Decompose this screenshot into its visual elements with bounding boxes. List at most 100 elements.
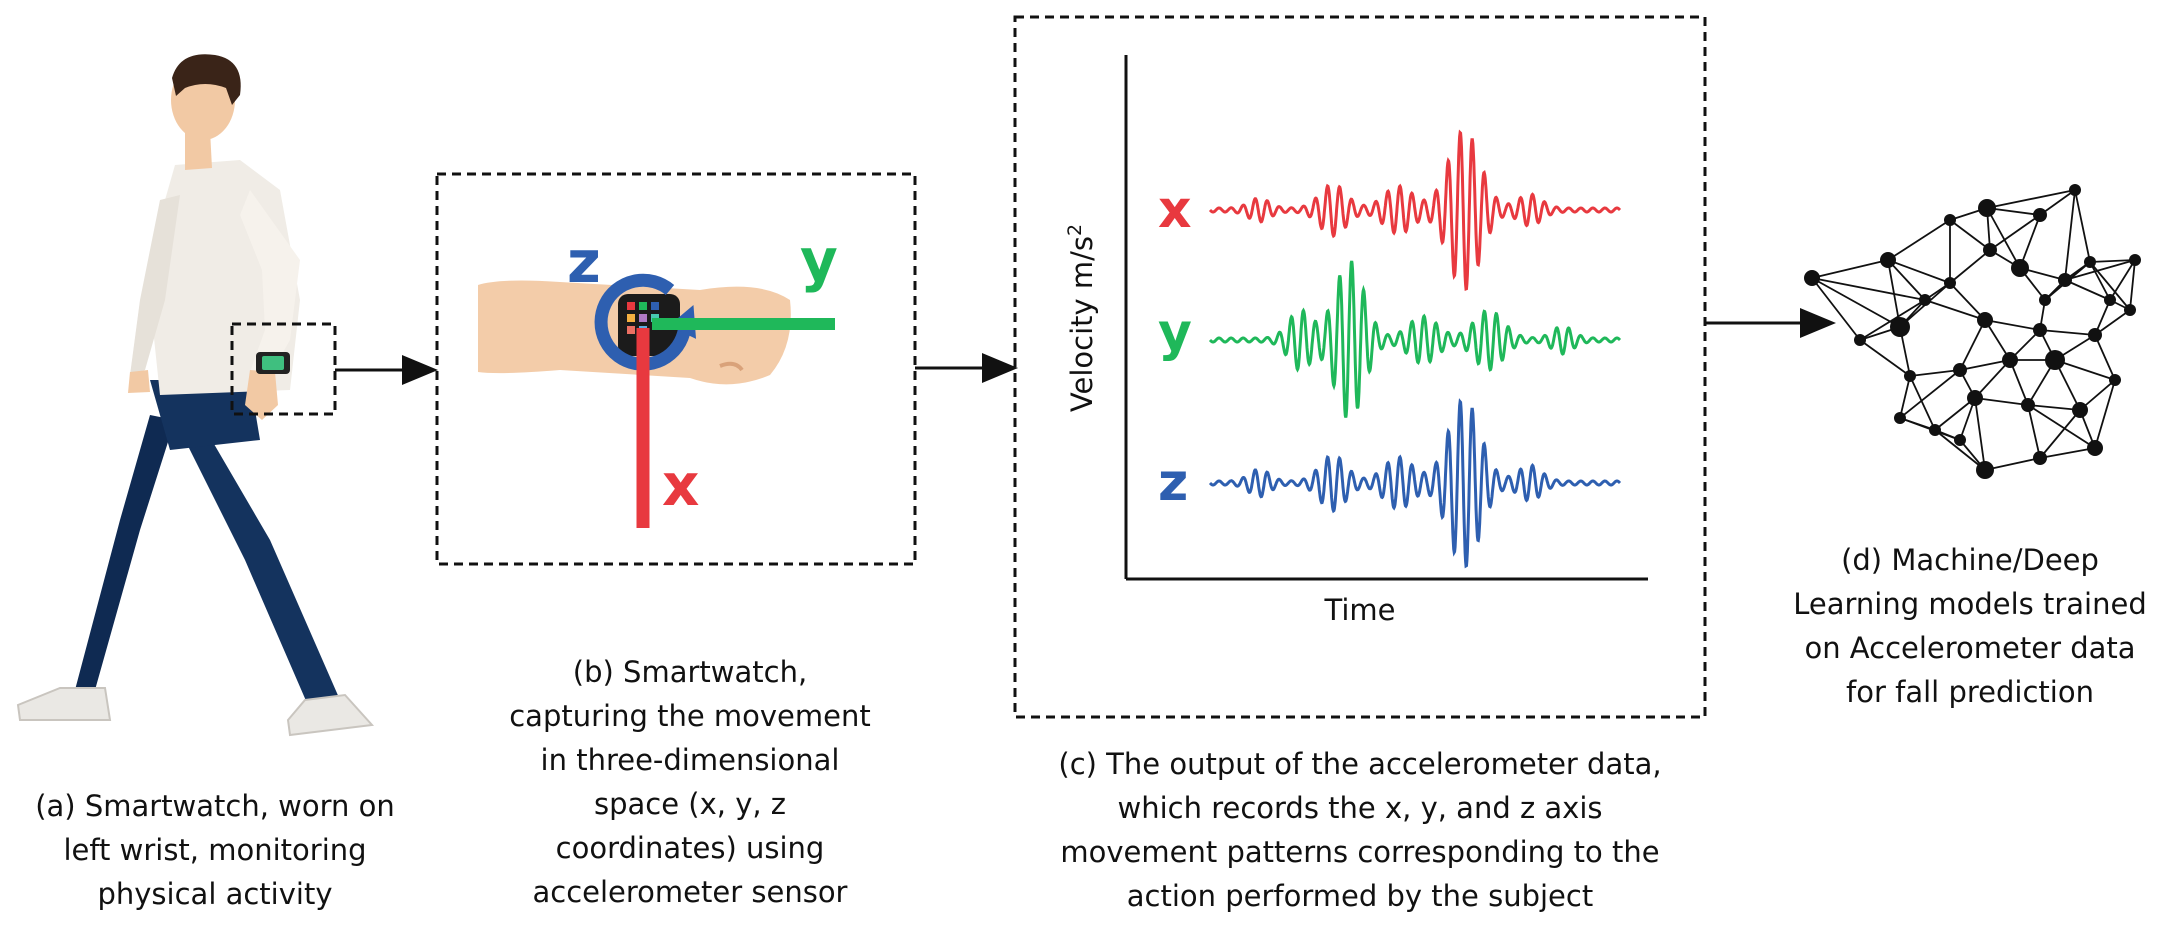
network-edge (1934, 397, 1976, 431)
network-edge (1859, 299, 1926, 341)
network-node (2039, 294, 2051, 306)
network-edge (2074, 189, 2091, 263)
network-edge (2094, 309, 2131, 336)
neural-network-graph (1804, 184, 2141, 479)
network-edge (2039, 329, 2096, 336)
network-edge (1909, 369, 1961, 377)
network-node (2033, 451, 2047, 465)
network-edge (1949, 249, 1991, 284)
network-edge (1949, 219, 1991, 251)
signal-x-trace (1208, 129, 1622, 292)
network-node (2109, 374, 2121, 386)
network-edge (2054, 359, 2116, 381)
caption-c: (c) The output of the accelerometer data… (1005, 742, 1715, 918)
network-node (2058, 273, 2072, 287)
network-node (2124, 304, 2136, 316)
network-edge (2027, 404, 2081, 411)
network-node (2104, 294, 2116, 306)
caption-a-line: (a) Smartwatch, worn on (35, 789, 395, 823)
network-edge (1984, 319, 2041, 331)
caption-b-line: space (x, y, z (593, 787, 787, 821)
network-edge (1949, 282, 1986, 321)
network-edge (2019, 214, 2041, 269)
caption-d-line: (d) Machine/Deep (1841, 543, 2099, 577)
signal-plot: Velocity m/s2 Time x y z (1064, 55, 1648, 627)
network-node (1953, 363, 1967, 377)
network-edge (1811, 277, 1861, 341)
network-node (1804, 270, 1820, 286)
network-edge (1811, 277, 1901, 328)
network-edge (2064, 189, 2076, 281)
network-edge (1924, 299, 1986, 321)
network-edge (2039, 409, 2081, 459)
network-node (1890, 317, 1910, 337)
network-edge (1984, 457, 2041, 471)
network-node (1976, 461, 1994, 479)
signal-z-trace (1208, 398, 1622, 569)
caption-a-line: left wrist, monitoring (63, 833, 367, 867)
network-edge (1986, 189, 2076, 209)
network-edge (1887, 259, 1926, 301)
signal-z-label: z (1158, 453, 1188, 513)
signal-y-label: y (1158, 303, 1192, 363)
network-node (2033, 323, 2047, 337)
network-edge (1859, 339, 1911, 377)
network-node (1978, 199, 1996, 217)
x-axis-label: x (662, 451, 699, 519)
network-node (2011, 259, 2029, 277)
network-edge (2039, 189, 2076, 216)
network-edge (1887, 219, 1951, 261)
network-edge (2027, 404, 2096, 449)
network-node (1983, 243, 1997, 257)
network-edge (1959, 319, 1986, 371)
network-edge (2129, 259, 2136, 311)
z-rotation-arrow (594, 273, 692, 371)
network-node (1944, 277, 1956, 289)
walking-person-illustration (16, 54, 375, 737)
caption-b-line: (b) Smartwatch, (572, 655, 808, 689)
network-edge (1811, 259, 1889, 279)
network-node (1967, 390, 1983, 406)
network-edge (2089, 261, 2131, 311)
panel-c-box (1013, 15, 1707, 719)
network-edge (1909, 375, 1936, 431)
caption-b: (b) Smartwatch, capturing the movement i… (480, 650, 900, 914)
network-edge (2089, 261, 2111, 301)
network-edge (2089, 259, 2136, 263)
caption-d-line: on Accelerometer data (1804, 631, 2136, 665)
network-edge (1899, 375, 1911, 419)
network-node (1854, 334, 1866, 346)
signal-x-label: x (1158, 180, 1192, 240)
network-node (2002, 352, 2018, 368)
network-node (1880, 252, 1896, 268)
caption-d-line: Learning models trained (1793, 587, 2147, 621)
network-node (2088, 328, 2102, 342)
network-edge (2027, 404, 2041, 459)
network-node (1929, 424, 1941, 436)
caption-a-line: physical activity (97, 877, 333, 911)
network-edge (1887, 259, 1951, 284)
network-node (2084, 256, 2096, 268)
network-edge (1974, 397, 1986, 471)
network-node (2087, 440, 2103, 456)
wrist-focus-box (230, 322, 337, 416)
network-node (1954, 434, 1966, 446)
z-axis-label: z (567, 228, 601, 296)
caption-d-line: for fall prediction (1846, 675, 2094, 709)
network-node (2033, 208, 2047, 222)
network-edge (2064, 259, 2136, 281)
network-edge (2094, 334, 2116, 381)
network-edge (2094, 379, 2116, 449)
y-axis-label: y (800, 226, 838, 294)
network-edge (1899, 369, 1961, 419)
caption-b-line: coordinates) using (555, 831, 825, 865)
caption-c-line: action performed by the subject (1126, 879, 1594, 913)
network-edge (1986, 207, 2021, 269)
caption-b-line: capturing the movement (509, 699, 871, 733)
network-edge (1811, 277, 1926, 301)
signal-y-trace (1208, 260, 1622, 418)
plot-y-label: Velocity m/s2 (1064, 224, 1099, 412)
network-node (1894, 412, 1906, 424)
wrist-illustration (478, 280, 791, 385)
network-node (1944, 214, 1956, 226)
